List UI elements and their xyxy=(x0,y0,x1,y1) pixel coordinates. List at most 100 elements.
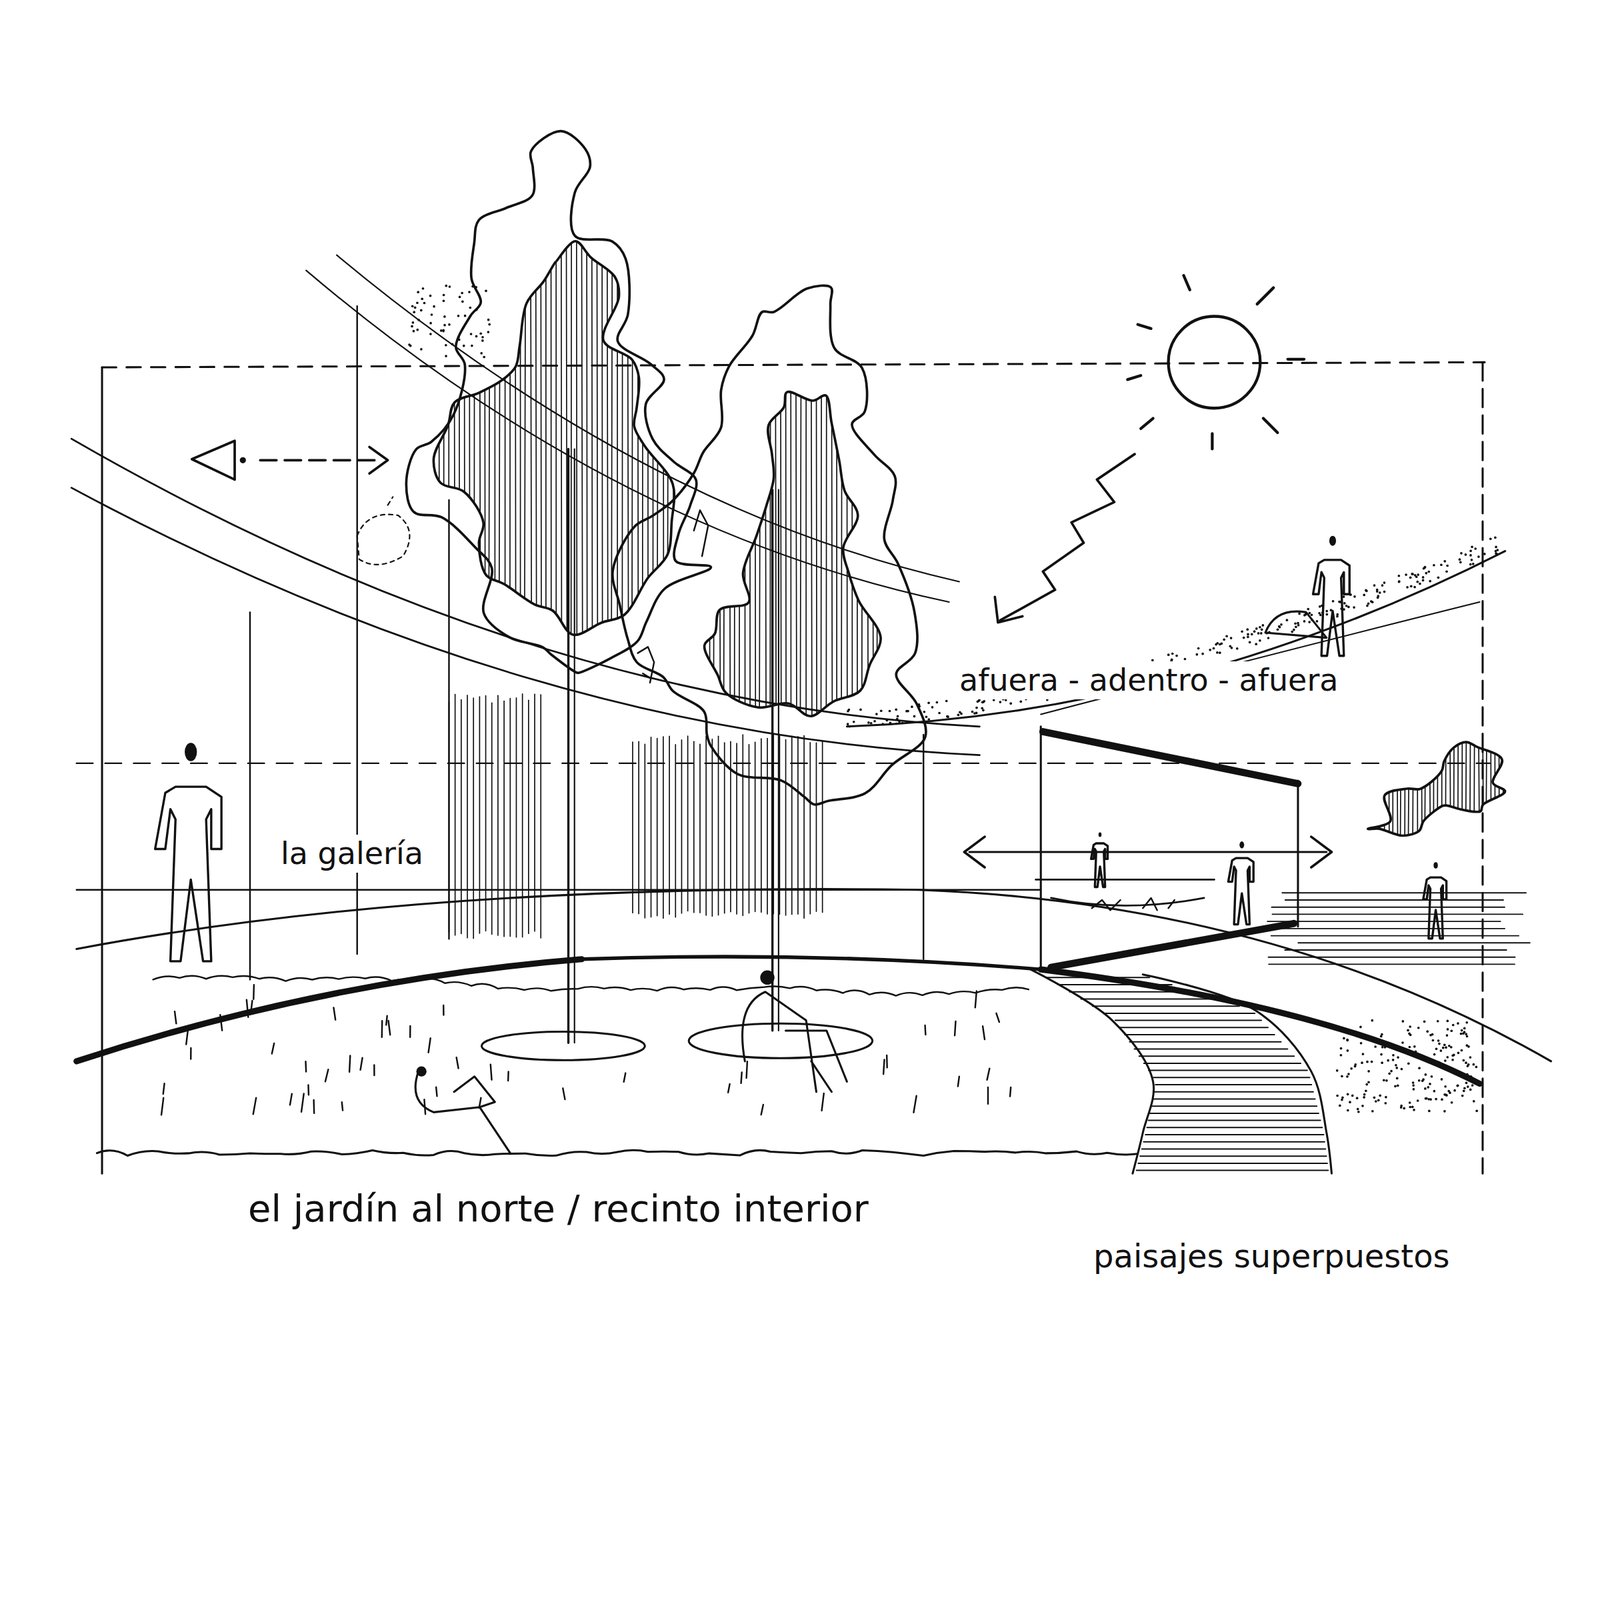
stipple-dot xyxy=(1371,1110,1374,1113)
grass-tick xyxy=(360,1058,363,1070)
hatch-line xyxy=(836,367,838,735)
stipple-dot xyxy=(1286,618,1289,622)
stipple-dot xyxy=(1362,594,1366,597)
stipple-dot xyxy=(1380,1053,1383,1056)
stipple-dot xyxy=(1451,1058,1454,1062)
stipple-dot xyxy=(973,712,976,715)
water-line xyxy=(1282,892,1526,894)
stipple-dot xyxy=(859,708,862,712)
hatch-line xyxy=(1518,724,1520,858)
stipple-dot xyxy=(1230,646,1234,650)
hatch-line xyxy=(632,224,633,654)
stipple-dot xyxy=(1408,1032,1411,1036)
stipple-dot xyxy=(1365,1083,1368,1086)
stipple-dot xyxy=(1258,626,1262,629)
stipple-dot xyxy=(1450,1046,1453,1049)
hatch-line xyxy=(1514,724,1517,858)
stipple-dot xyxy=(1464,1032,1468,1036)
eye-pupil xyxy=(240,457,246,464)
distant-tree xyxy=(1368,742,1506,836)
grass-tick xyxy=(883,1060,884,1075)
stipple-dot xyxy=(1367,602,1370,606)
arrowhead xyxy=(994,596,1022,622)
tree-canopy xyxy=(406,131,711,674)
hatch-line xyxy=(1506,724,1507,858)
stair-line xyxy=(1046,976,1150,978)
hatch-line xyxy=(754,367,756,735)
sun-ray xyxy=(1184,275,1190,290)
stipple-dot xyxy=(875,712,878,716)
hatch-line xyxy=(698,367,700,735)
stipple-dot xyxy=(1366,1060,1369,1064)
stipple-dot xyxy=(482,356,486,359)
distant-figure xyxy=(638,646,654,683)
stipple-dot xyxy=(1426,1086,1430,1089)
stipple-dot xyxy=(1336,613,1339,616)
hatch-line xyxy=(601,224,603,654)
stipple-dot xyxy=(461,300,464,303)
eye-symbol xyxy=(192,440,235,480)
sketch-annotation: el jardín al norte / recinto interior xyxy=(242,1186,874,1232)
hatch-line xyxy=(800,367,801,735)
stipple-dot xyxy=(1444,1085,1447,1088)
hatch-line xyxy=(1376,724,1378,858)
stair-line xyxy=(1058,984,1172,986)
stipple-dot xyxy=(1412,1108,1416,1112)
stipple-dot xyxy=(1466,1035,1469,1038)
stipple-dot xyxy=(1469,563,1472,566)
hatch-line xyxy=(1511,724,1512,858)
stair-line xyxy=(1142,1148,1326,1150)
stipple-dot xyxy=(1384,1102,1387,1105)
stipple-dot xyxy=(1377,1099,1380,1102)
hatch-line xyxy=(417,224,419,654)
stipple-dot xyxy=(408,343,411,346)
stipple-dot xyxy=(976,700,980,703)
hatch-line xyxy=(662,736,664,918)
stipple-dot xyxy=(1175,654,1178,658)
stipple-dot xyxy=(414,306,417,310)
hatch-line xyxy=(522,694,524,938)
stipple-dot xyxy=(1336,1069,1339,1072)
stipple-dot xyxy=(1443,1093,1446,1096)
stipple-dot xyxy=(1422,1056,1425,1060)
hatch-line xyxy=(638,741,640,914)
stipple-dot xyxy=(1433,1090,1436,1093)
stipple-dot xyxy=(1412,1084,1415,1087)
stipple-dot xyxy=(888,710,892,713)
stipple-dot xyxy=(1446,1034,1449,1037)
stipple-dot xyxy=(1475,1066,1478,1069)
hatch-line xyxy=(514,224,516,654)
stipple-dot xyxy=(1472,562,1475,566)
stipple-dot xyxy=(1352,606,1356,609)
hatch-line xyxy=(509,698,511,936)
stipple-dot xyxy=(1406,1029,1410,1032)
hatch-line xyxy=(1384,724,1386,858)
person-head xyxy=(1098,832,1102,838)
hatch-line xyxy=(816,367,818,735)
stipple-dot xyxy=(1474,547,1477,550)
hatch-line xyxy=(454,694,456,936)
stipple-dot xyxy=(410,325,414,328)
stipple-dot xyxy=(1346,1039,1349,1042)
stipple-dot xyxy=(1398,574,1401,578)
sun-ray xyxy=(1263,418,1278,433)
hatch-line xyxy=(811,367,812,735)
stipple-dot xyxy=(1390,1070,1393,1073)
hill-line xyxy=(846,551,1505,727)
stipple-dot xyxy=(1376,594,1380,598)
stipple-dot xyxy=(1316,620,1319,623)
hatch-line xyxy=(1441,724,1443,858)
stipple-dot xyxy=(1424,1073,1427,1076)
hatch-line xyxy=(667,224,668,654)
stipple-dot xyxy=(1380,1033,1384,1036)
stipple-dot xyxy=(1434,1098,1438,1101)
stipple-dot xyxy=(867,721,870,724)
sunlight-arrow xyxy=(1000,454,1135,620)
hatch-line xyxy=(566,224,567,654)
grass-tick xyxy=(325,1069,328,1082)
stipple-dot xyxy=(846,710,850,713)
stipple-dot xyxy=(1414,574,1417,577)
tree-crown-hatch xyxy=(418,224,689,654)
stipple-dot xyxy=(1469,549,1472,552)
hatch-line xyxy=(729,367,732,735)
